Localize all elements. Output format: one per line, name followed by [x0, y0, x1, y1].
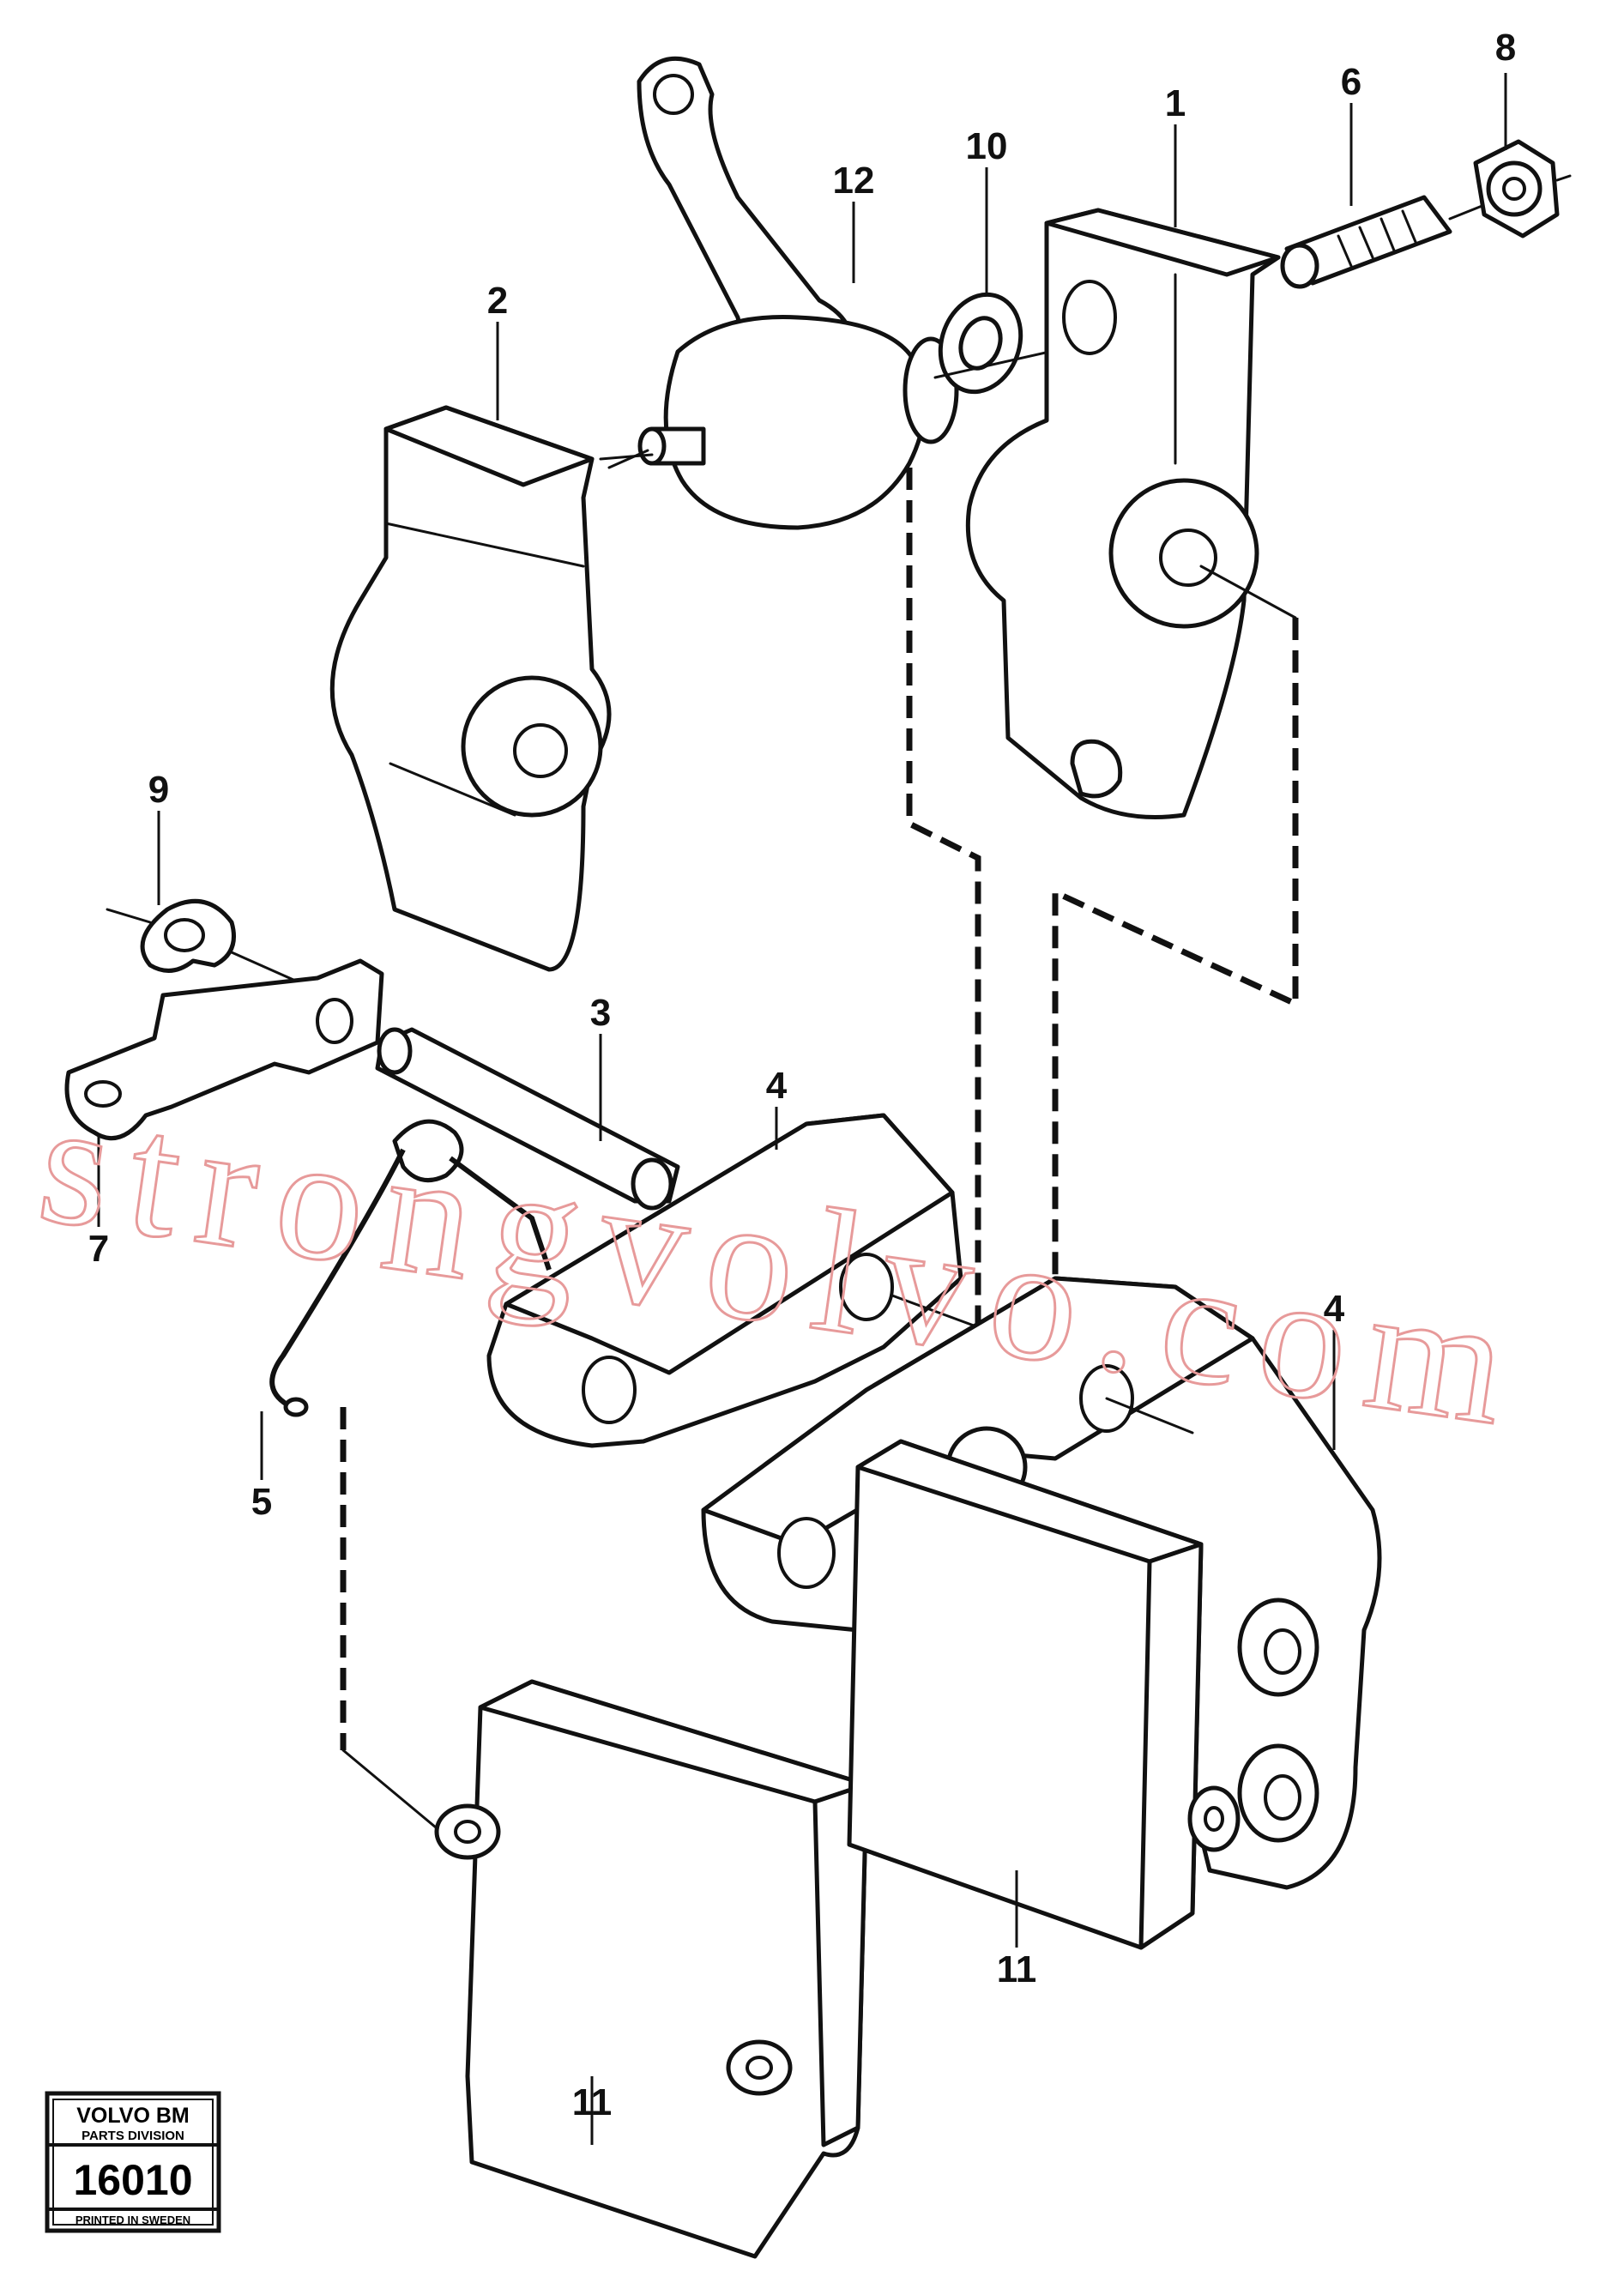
part-2-block — [329, 405, 654, 972]
part-4-upper-link — [486, 1113, 1057, 1448]
badge-number: 16010 — [73, 2156, 192, 2204]
part-11-pad-left — [434, 1679, 869, 2259]
badge-footer: PRINTED IN SWEDEN — [75, 2214, 190, 2226]
part-8-nut — [1473, 139, 1572, 239]
assembly-dashed-lines — [340, 468, 1299, 1838]
callout-leaders — [97, 73, 1507, 2145]
callout-7: 7 — [88, 1228, 109, 1270]
part-5-spring — [269, 1119, 552, 1417]
callout-4-lower: 4 — [1324, 1288, 1345, 1330]
part-6-bolt — [1280, 195, 1494, 289]
part-7-strap — [64, 958, 384, 1141]
part-12-lever-hub — [607, 56, 959, 530]
callout-6: 6 — [1341, 61, 1361, 103]
badge-brand: VOLVO BM — [76, 2104, 189, 2128]
watermark-text: strongvolvo.com — [29, 1064, 1537, 1465]
part-3-pin — [375, 1027, 680, 1211]
callout-10: 10 — [966, 125, 1008, 167]
callout-1: 1 — [1165, 82, 1186, 124]
callout-2: 2 — [487, 280, 508, 322]
callout-labels: 1 2 3 4 4 5 6 7 8 9 10 11 11 11 12 — [88, 27, 1516, 2123]
volvo-bm-badge: VOLVO BM PARTS DIVISION 16010 PRINTED IN… — [45, 2091, 221, 2233]
part-9-clip — [106, 898, 311, 988]
part-11-pad-right — [847, 1439, 1241, 1950]
callout-11-right: 11 — [997, 1948, 1037, 1990]
callout-9: 9 — [148, 769, 169, 811]
callout-4-upper: 4 — [766, 1065, 788, 1107]
callout-8: 8 — [1495, 27, 1516, 69]
callout-3: 3 — [590, 992, 611, 1034]
part-1-bracket — [965, 208, 1297, 819]
callout-11-left: 11 — [572, 2081, 613, 2123]
callout-5: 5 — [251, 1481, 272, 1523]
callout-12: 12 — [833, 160, 875, 202]
badge-division: PARTS DIVISION — [82, 2129, 184, 2143]
